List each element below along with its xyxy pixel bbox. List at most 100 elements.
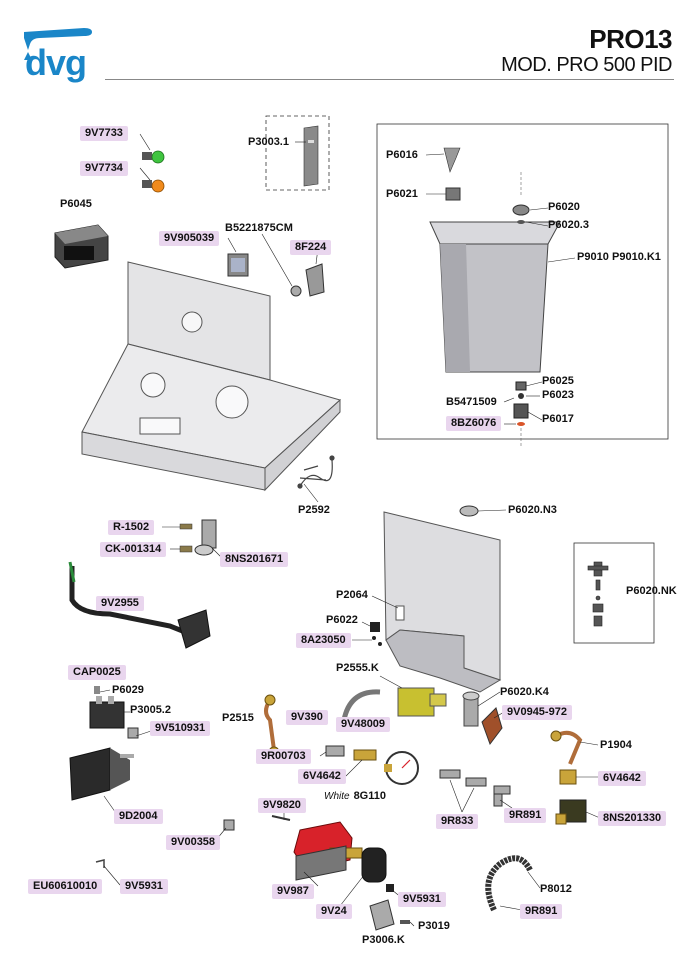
part-label-8f224: 8F224 <box>290 240 332 255</box>
pid-controller-icon <box>54 224 109 269</box>
clamp-p30052-icon <box>127 727 139 739</box>
page-subtitle: MOD. PRO 500 PID <box>501 54 672 76</box>
logo-text: dvg <box>25 42 87 83</box>
part-label-9r891-b: 9R891 <box>520 904 563 919</box>
part-label-9v0945-972: 9V0945-972 <box>502 705 572 720</box>
elbow-9r891-icon <box>493 785 511 807</box>
part-label-9r833: 9R833 <box>436 814 479 829</box>
transformer-9d2004-icon <box>69 747 134 801</box>
part-label-p3005-2: P3005.2 <box>130 704 171 716</box>
cap-cap0025-icon <box>94 686 100 694</box>
part-label-8ns201671: 8NS201671 <box>220 552 289 567</box>
part-label-9v9820: 9V9820 <box>258 798 306 813</box>
valve-p6020k4-icon <box>462 691 480 727</box>
part-label-9d2004: 9D2004 <box>114 809 163 824</box>
part-label-b5221875cm: B5221875CM <box>225 222 293 234</box>
part-code-8g110: 8G110 <box>353 790 386 802</box>
valve-body-9v48009-icon <box>397 687 447 717</box>
part-label-p6045: P6045 <box>60 198 92 210</box>
part-label-p9010-k1: P9010.K1 <box>612 251 661 263</box>
part-label-p6023: P6023 <box>542 389 574 401</box>
part-label-9r891-a: 9R891 <box>504 808 547 823</box>
screw-r1502-icon <box>179 523 193 530</box>
bracket-p3003-icon <box>303 125 319 187</box>
part-label-p3019: P3019 <box>418 920 450 932</box>
hose-p8012-icon <box>485 855 533 912</box>
pipe-p1904-icon <box>550 730 583 765</box>
part-label-p6020: P6020 <box>548 201 580 213</box>
connector-eu60610010-icon <box>95 859 105 868</box>
screw-ck001314-icon <box>179 545 193 553</box>
part-label-9v00358: 9V00358 <box>166 835 221 850</box>
fitting-6v4642-left-icon <box>353 749 377 761</box>
part-label-p3003-1: P3003.1 <box>248 136 289 148</box>
header-divider <box>105 79 674 80</box>
switch-9v905039-icon <box>227 253 249 277</box>
part-label-p2592: P2592 <box>298 504 330 516</box>
part-label-p2064: P2064 <box>336 589 368 601</box>
pump-9v987-icon <box>293 821 363 881</box>
part-label-9v7733: 9V7733 <box>80 126 128 141</box>
screw-p3019-icon <box>400 920 410 924</box>
green-lamp-icon <box>142 150 165 164</box>
part-label-9v905039: 9V905039 <box>159 231 220 246</box>
part-label-9v390: 9V390 <box>286 710 328 725</box>
part-label-p6022: P6022 <box>326 614 358 626</box>
relay-p6029-icon <box>89 696 125 729</box>
part-label-9v2955: 9V2955 <box>96 596 144 611</box>
copper-pipe-p2515-icon <box>264 694 280 758</box>
pin-9v9820-icon <box>271 815 291 821</box>
tank-lid-parts-icon <box>443 147 530 224</box>
part-label-cap0025: CAP0025 <box>68 665 126 680</box>
part-label-eu60610010: EU60610010 <box>28 879 103 894</box>
water-tank-icon <box>429 221 561 373</box>
part-label-9r00703: 9R00703 <box>256 749 311 764</box>
part-label-8ns201330: 8NS201330 <box>598 811 667 826</box>
part-label-r1502: R-1502 <box>108 520 155 535</box>
part-label-8a23050: 8A23050 <box>296 633 351 648</box>
fitting-9r00703-icon <box>325 745 345 757</box>
part-label-9v7734: 9V7734 <box>80 161 128 176</box>
valve-kit-box <box>573 542 655 644</box>
fitting-6v4642-right-icon <box>559 769 577 785</box>
part-label-ck001314: CK-001314 <box>100 542 167 557</box>
hose-9v390-icon <box>341 689 381 721</box>
part-label-p6020-3: P6020.3 <box>548 219 589 231</box>
part-label-p6025: P6025 <box>542 375 574 387</box>
part-label-p6020-nk: P6020.NK <box>626 585 677 597</box>
cable-gland-icon <box>194 519 217 556</box>
white-variant-note: White <box>324 791 350 802</box>
header: dvg PRO13 MOD. PRO 500 PID <box>0 0 700 90</box>
chassis-frame-icon <box>81 261 342 492</box>
part-label-9v5931-b: 9V5931 <box>398 892 446 907</box>
gasket-9v24-icon <box>361 847 387 883</box>
nut-p6020n3-icon <box>459 505 479 517</box>
orange-lamp-icon <box>142 179 165 193</box>
tank-drain-parts-icon <box>513 381 529 446</box>
gauge-8g110-icon <box>384 751 419 785</box>
part-label-6v4642-right: 6V4642 <box>598 771 646 786</box>
bracket-group-box <box>265 115 330 191</box>
part-label-p6016: P6016 <box>386 149 418 161</box>
part-label-p6021: P6021 <box>386 188 418 200</box>
part-label-p2515: P2515 <box>222 712 254 724</box>
part-label-9v48009: 9V48009 <box>336 717 391 732</box>
valve-kit-icon <box>587 561 609 627</box>
valve-9v0945972-icon <box>481 707 503 746</box>
part-label-8bz6076: 8BZ6076 <box>446 416 502 431</box>
grommet-b5221875cm-icon <box>290 285 302 297</box>
wiring-loom-icon <box>297 455 335 489</box>
part-label-p2555-k: P2555.K <box>336 662 379 674</box>
tees-9r833-icon <box>439 769 487 787</box>
page-title: PRO13 <box>589 24 672 54</box>
part-label-9v510931: 9V510931 <box>150 721 211 736</box>
part-label-p3006-k: P3006.K <box>362 934 405 946</box>
tank-assembly-box <box>376 123 669 440</box>
part-label-b5471509: B5471509 <box>446 396 497 408</box>
part-label-p6020-k4: P6020.K4 <box>500 686 549 698</box>
part-label-9v5931-a: 9V5931 <box>120 879 168 894</box>
part-label-6v4642-left: 6V4642 <box>298 769 346 784</box>
rear-panel-icon <box>383 511 502 693</box>
part-label-9v987: 9V987 <box>272 884 314 899</box>
